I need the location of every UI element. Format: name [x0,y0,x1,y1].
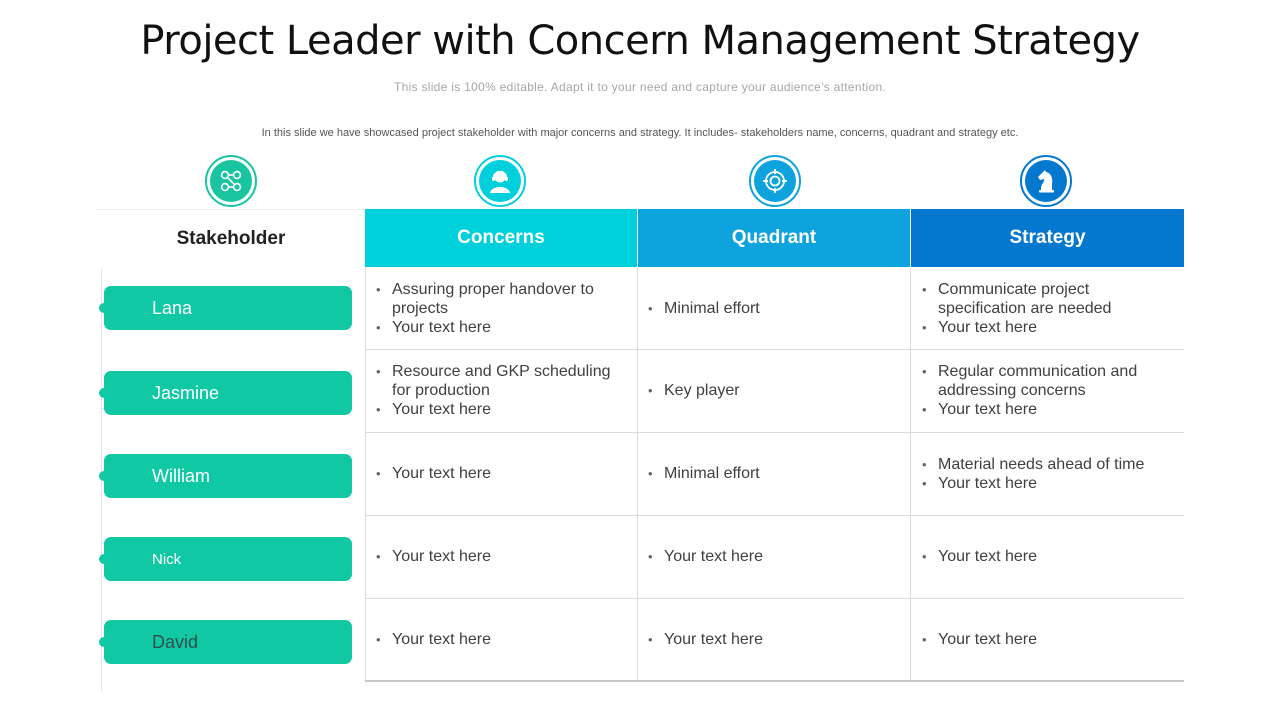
stakeholder-pill-william: William [99,454,352,498]
bullet-item: Your text here [920,318,1175,337]
cell-quadrant: Key player [646,349,901,432]
bullet-item: Your text here [920,400,1175,419]
slide-subtitle: This slide is 100% editable. Adapt it to… [393,80,887,94]
bullet-item: Your text here [374,630,491,649]
cell-strategy: Material needs ahead of timeYour text he… [920,432,1175,515]
pill-dot [99,637,109,647]
slide-title: Project Leader with Concern Management S… [140,18,1140,64]
stakeholder-network-icon [205,155,257,207]
cell-concerns: Your text here [374,515,624,598]
bullet-item: Your text here [920,630,1037,649]
bullet-item: Your text here [374,464,491,483]
stakeholder-pill-lana: Lana [99,286,352,330]
header-strategy: Strategy [911,209,1184,267]
stakeholder-pill-david: David [99,620,352,664]
chess-knight-icon [1020,155,1072,207]
bullet-item: Minimal effort [646,299,760,318]
cell-quadrant: Your text here [646,598,901,681]
bullet-item: Your text here [646,547,763,566]
cell-concerns: Your text here [374,598,624,681]
header-quadrant: Quadrant [638,209,910,267]
cell-concerns: Assuring proper handover to projectsYour… [374,267,624,349]
stakeholder-name: William [152,465,210,486]
support-agent-icon [474,155,526,207]
bullet-item: Your text here [920,547,1037,566]
stakeholder-pill-jasmine: Jasmine [99,371,352,415]
bullet-item: Assuring proper handover to projects [374,280,624,318]
bullet-item: Resource and GKP scheduling for producti… [374,362,624,400]
bullet-item: Key player [646,381,740,400]
slide-description: In this slide we have showcased project … [261,127,1019,139]
bullet-item: Your text here [374,400,624,419]
pill-dot [99,388,109,398]
stakeholder-name: Nick [152,550,182,568]
cell-concerns: Your text here [374,432,624,515]
target-icon [749,155,801,207]
bullet-item: Your text here [646,630,763,649]
stakeholder-name: Jasmine [152,382,220,403]
pill-dot [99,303,109,313]
header-stakeholder: Stakeholder [97,209,365,267]
cell-strategy: Your text here [920,515,1175,598]
header-concerns: Concerns [365,209,637,267]
bullet-item: Regular communication and addressing con… [920,362,1175,400]
stakeholder-name: Lana [152,297,193,318]
bullet-item: Communicate project specification are ne… [920,280,1175,318]
bullet-item: Your text here [374,547,491,566]
bullet-item: Your text here [920,474,1144,493]
cell-quadrant: Your text here [646,515,901,598]
cell-concerns: Resource and GKP scheduling for producti… [374,349,624,432]
bullet-item: Material needs ahead of time [920,455,1144,474]
pill-dot [99,471,109,481]
bullet-item: Minimal effort [646,464,760,483]
cell-strategy: Regular communication and addressing con… [920,349,1175,432]
bullet-item: Your text here [374,318,624,337]
cell-strategy: Communicate project specification are ne… [920,267,1175,349]
pill-dot [99,554,109,564]
cell-quadrant: Minimal effort [646,432,901,515]
stakeholder-name: David [152,631,199,652]
cell-strategy: Your text here [920,598,1175,681]
stakeholder-pill-nick: Nick [99,537,352,581]
cell-quadrant: Minimal effort [646,267,901,349]
